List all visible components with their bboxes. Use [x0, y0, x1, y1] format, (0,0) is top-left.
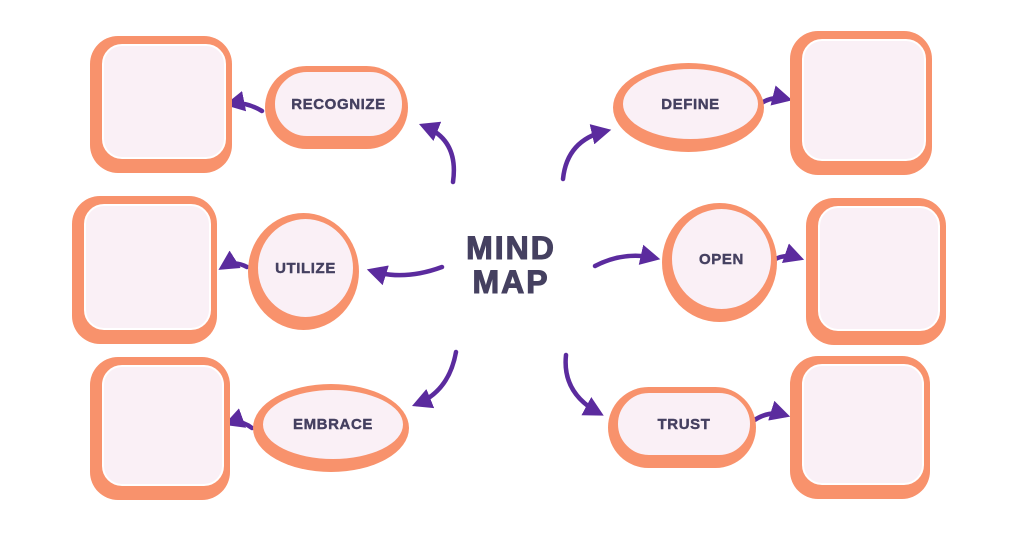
node-label: EMBRACE: [292, 416, 374, 433]
note-box-surface: [800, 37, 928, 163]
note-box-left-middle: [72, 196, 217, 344]
node-label: RECOGNIZE: [291, 95, 386, 113]
node-surface: TRUST: [616, 391, 752, 457]
note-box-surface: [100, 42, 228, 161]
note-box-surface: [816, 204, 942, 333]
node-label: TRUST: [657, 415, 711, 433]
arrow-trust-to-box: [750, 400, 791, 424]
node-utilize: UTILIZE: [248, 213, 359, 330]
note-box-right-middle: [806, 198, 946, 345]
title-line-1: MIND: [466, 230, 556, 266]
arrow-embrace-to-box: [223, 408, 255, 431]
node-trust: TRUST: [608, 387, 756, 468]
node-surface: UTILIZE: [256, 217, 355, 319]
note-box-left-bottom: [90, 357, 230, 500]
arrow-center-to-define: [560, 124, 612, 182]
node-recognize: RECOGNIZE: [265, 66, 408, 149]
node-surface: RECOGNIZE: [273, 70, 404, 138]
arrow-recognize-to-box: [224, 91, 265, 114]
node-label: UTILIZE: [275, 259, 336, 277]
note-box-surface: [800, 362, 926, 487]
note-box-right-top: [790, 31, 932, 175]
note-box-surface: [100, 363, 226, 488]
node-surface: DEFINE: [621, 67, 760, 141]
node-surface: OPEN: [670, 207, 773, 311]
note-box-surface: [82, 202, 213, 332]
node-define: DEFINE: [613, 63, 764, 152]
note-box-right-bottom: [790, 356, 930, 499]
arrow-center-to-embrace: [411, 349, 459, 409]
node-embrace: EMBRACE: [253, 384, 409, 472]
node-label: OPEN: [699, 250, 744, 268]
title-line-2: MAP: [472, 263, 550, 300]
arrow-center-to-trust: [563, 352, 604, 416]
arrow-center-to-recognize: [418, 121, 457, 185]
note-box-left-top: [90, 36, 232, 173]
arrow-utilize-to-box: [218, 250, 250, 270]
page-title: MIND MAP: [411, 230, 611, 300]
node-surface: EMBRACE: [261, 388, 405, 461]
node-label: DEFINE: [661, 95, 720, 113]
node-open: OPEN: [662, 203, 777, 322]
